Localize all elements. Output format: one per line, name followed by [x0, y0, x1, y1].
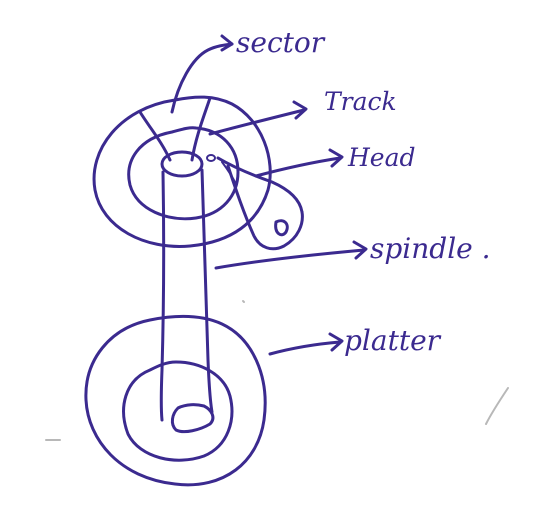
- spindle-arrow-head: [352, 240, 368, 260]
- sector-arrow-head: [220, 34, 234, 52]
- head-arrow: [254, 156, 342, 178]
- head-tip: [274, 219, 289, 237]
- stray-marks: [45, 300, 509, 441]
- platter-arrow-head: [328, 332, 344, 352]
- upper-platter-outer-ring: [92, 95, 272, 248]
- track-arrow-head: [292, 100, 308, 120]
- sector-line-right: [190, 96, 212, 162]
- stray-stroke-right: [485, 387, 509, 425]
- lower-platter-hub: [170, 403, 215, 434]
- head-arm-top: [216, 156, 304, 214]
- lower-platter-outer-ring: [84, 314, 267, 487]
- label-platter: platter: [344, 324, 442, 357]
- label-track: Track: [324, 87, 397, 116]
- spindle-right-edge: [200, 168, 214, 414]
- head-arm-body: [226, 164, 304, 251]
- read-write-head: [216, 156, 304, 251]
- upper-platter-track-ring: [127, 126, 240, 221]
- label-spindle: spindle .: [370, 232, 491, 265]
- upper-platter-hub: [160, 150, 204, 178]
- lower-platter-inner-ring: [122, 360, 234, 462]
- stray-dot: [242, 300, 245, 303]
- lower-platter: [84, 314, 267, 487]
- spindle-arrow: [214, 248, 366, 270]
- hub-mark: [206, 154, 216, 162]
- track-arrow: [208, 108, 306, 136]
- spindle-left-edge: [159, 170, 166, 422]
- label-arrows: [170, 34, 368, 356]
- label-sector: sector: [236, 26, 326, 59]
- head-arrow-head: [328, 148, 344, 168]
- upper-platter: [92, 95, 272, 248]
- spindle: [159, 168, 214, 422]
- sector-arrow: [170, 42, 234, 114]
- head-arm-inner: [221, 161, 237, 185]
- platter-arrow: [268, 340, 342, 356]
- label-head: Head: [347, 143, 416, 172]
- sector-line-left: [138, 110, 172, 162]
